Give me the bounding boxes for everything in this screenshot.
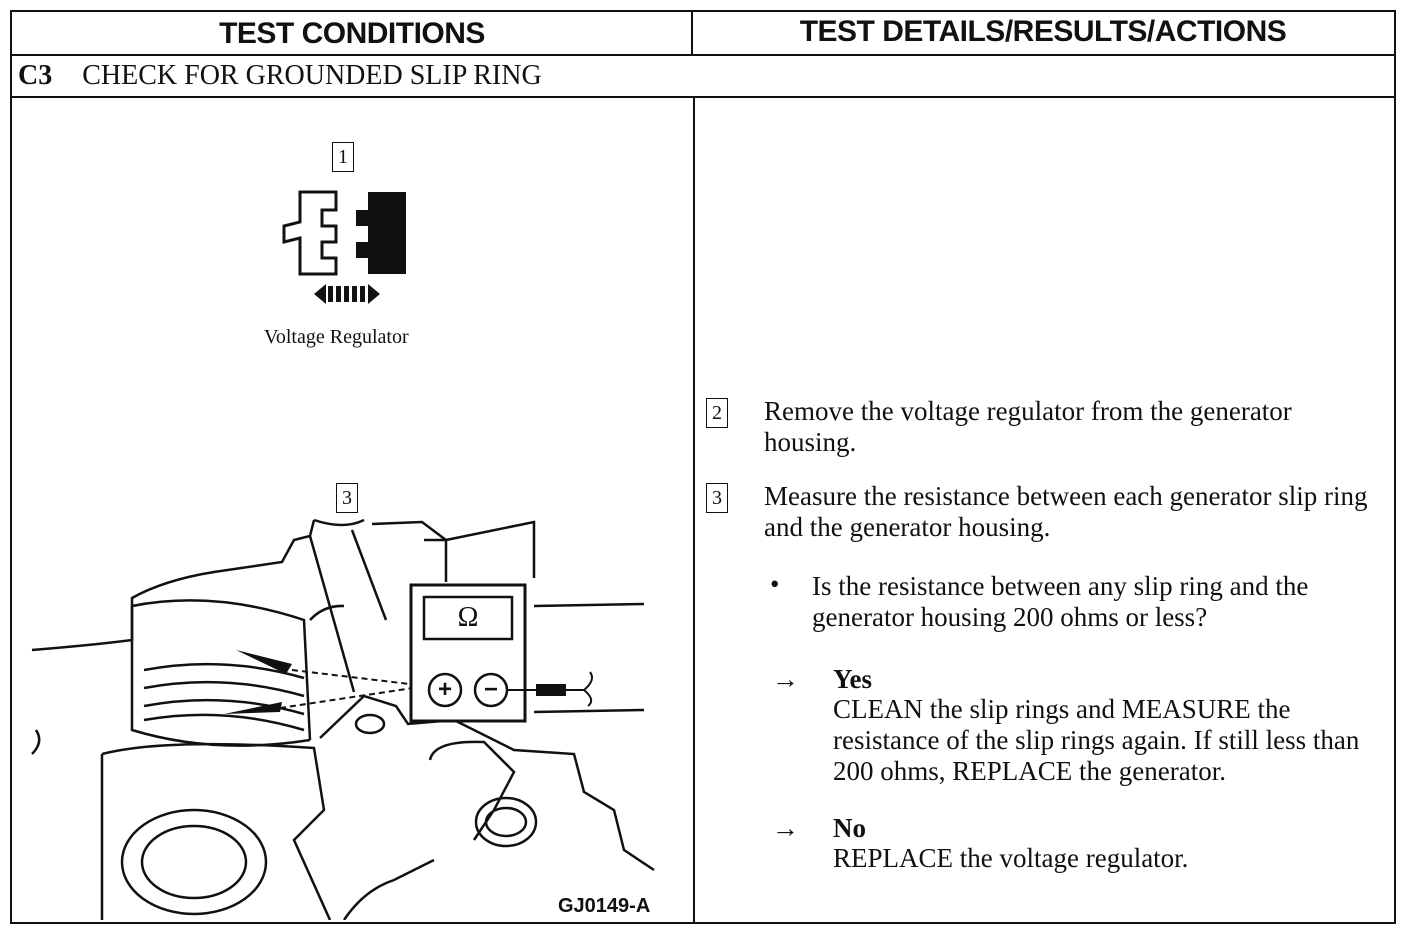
header-test-details: TEST DETAILS/RESULTS/ACTIONS [799,15,1287,48]
procedure-table [10,10,1396,924]
step-text: Remove the voltage regulator from the ge… [764,396,1292,457]
minus-terminal: − [483,676,498,703]
response-action: CLEAN the slip rings and MEASURE the res… [833,694,1360,786]
arrow-icon: → [772,813,799,843]
figure-id: GJ0149-A [558,895,651,917]
generator-illustration [31,518,655,920]
step-number: 3 [706,483,728,513]
caption-voltage-regulator: Voltage Regulator [264,326,409,348]
callout-3: 3 [336,483,358,513]
arrow-icon: → [772,664,799,694]
question-text: Is the resistance between any slip ring … [812,571,1309,632]
connector-icon [282,190,406,304]
response-action: REPLACE the voltage regulator. [833,843,1189,873]
callout-1: 1 [332,142,354,172]
section-code: C3 [18,60,53,91]
plus-terminal: + [437,676,452,703]
ohm-symbol: Ω [457,602,479,633]
response-label: Yes [833,664,872,694]
step-text: Measure the resistance between each gene… [764,481,1368,542]
header-column-divider [691,12,693,54]
header-test-conditions: TEST CONDITIONS [219,17,485,50]
bullet-point: • [770,569,780,599]
section-title: CHECK FOR GROUNDED SLIP RING [82,60,542,91]
response-label: No [833,813,866,843]
section-divider [12,96,1394,98]
header-divider [12,54,1394,56]
body-column-divider [693,96,695,922]
step-number: 2 [706,398,728,428]
section-heading: C3 CHECK FOR GROUNDED SLIP RING [18,60,542,92]
ohmmeter-icon [409,583,593,723]
